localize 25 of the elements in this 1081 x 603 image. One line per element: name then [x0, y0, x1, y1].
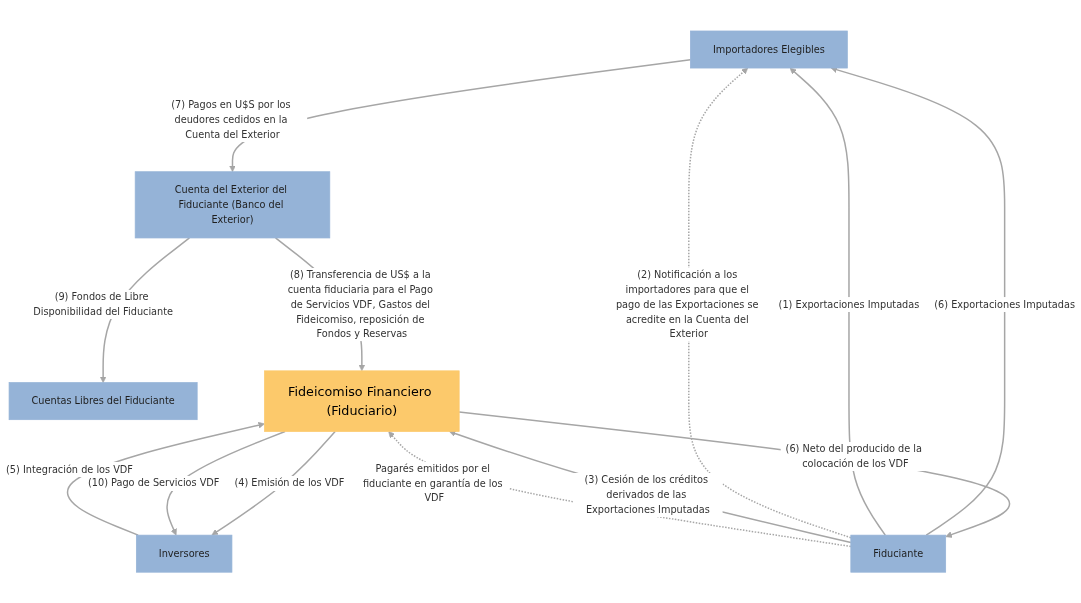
node-box: Inversores — [136, 534, 233, 573]
edge-label: (5) Integración de los VDF — [6, 463, 133, 475]
arrow — [789, 67, 886, 536]
arrow — [830, 66, 1006, 536]
edge-label: (3) Cesión de los créditos derivados de las Exportaciones Imputadas — [584, 474, 710, 515]
arrow — [449, 430, 852, 544]
edge-label: (7) Pagos en U$S por los deudores cedidos en la Cuenta del Exterior — [171, 99, 291, 140]
edge-label: (9) Fondos de Libre Disponibilidad del Fiduciante — [33, 291, 174, 318]
node-box: Fiduciante — [850, 534, 947, 573]
arrow — [166, 430, 286, 536]
edge-label: (10) Pago de Servicios VDF — [87, 477, 220, 489]
node-box: Importadores Elegibles — [690, 30, 848, 69]
edge-label: (1) Exportaciones Imputadas — [778, 298, 920, 310]
edge-label: (2) Notificación a los importadores para que el pago de las Exportaciones se acredite en la Cuenta del Exterior — [615, 269, 759, 339]
edge-label: (4) Emisión de los VDF — [234, 477, 345, 489]
arrow — [66, 421, 265, 536]
node-box: Cuenta del Exterior del Fiduciante (Banco del Exterior) — [134, 171, 331, 239]
node-box: Cuentas Libres del Fiduciante — [8, 382, 198, 420]
arrow — [688, 67, 852, 539]
edge-label: (8) Transferencia de US$ a la cuenta fiduciaria para el Pago de Servicios VDF, Gastos del Fideicomiso, reposición de Fondos y Reservas — [287, 269, 433, 339]
edge-label: (6) Exportaciones Imputadas — [934, 298, 1075, 310]
edge-label: Pagarés emitidos por el fiduciante en garantía de los VDF — [362, 462, 503, 504]
node-box: Fideicomiso Financiero (Fiduciario) — [264, 370, 460, 432]
edge-label: (6) Neto del producido de la colocación de los VDF — [785, 443, 923, 470]
arrow — [458, 411, 1011, 538]
